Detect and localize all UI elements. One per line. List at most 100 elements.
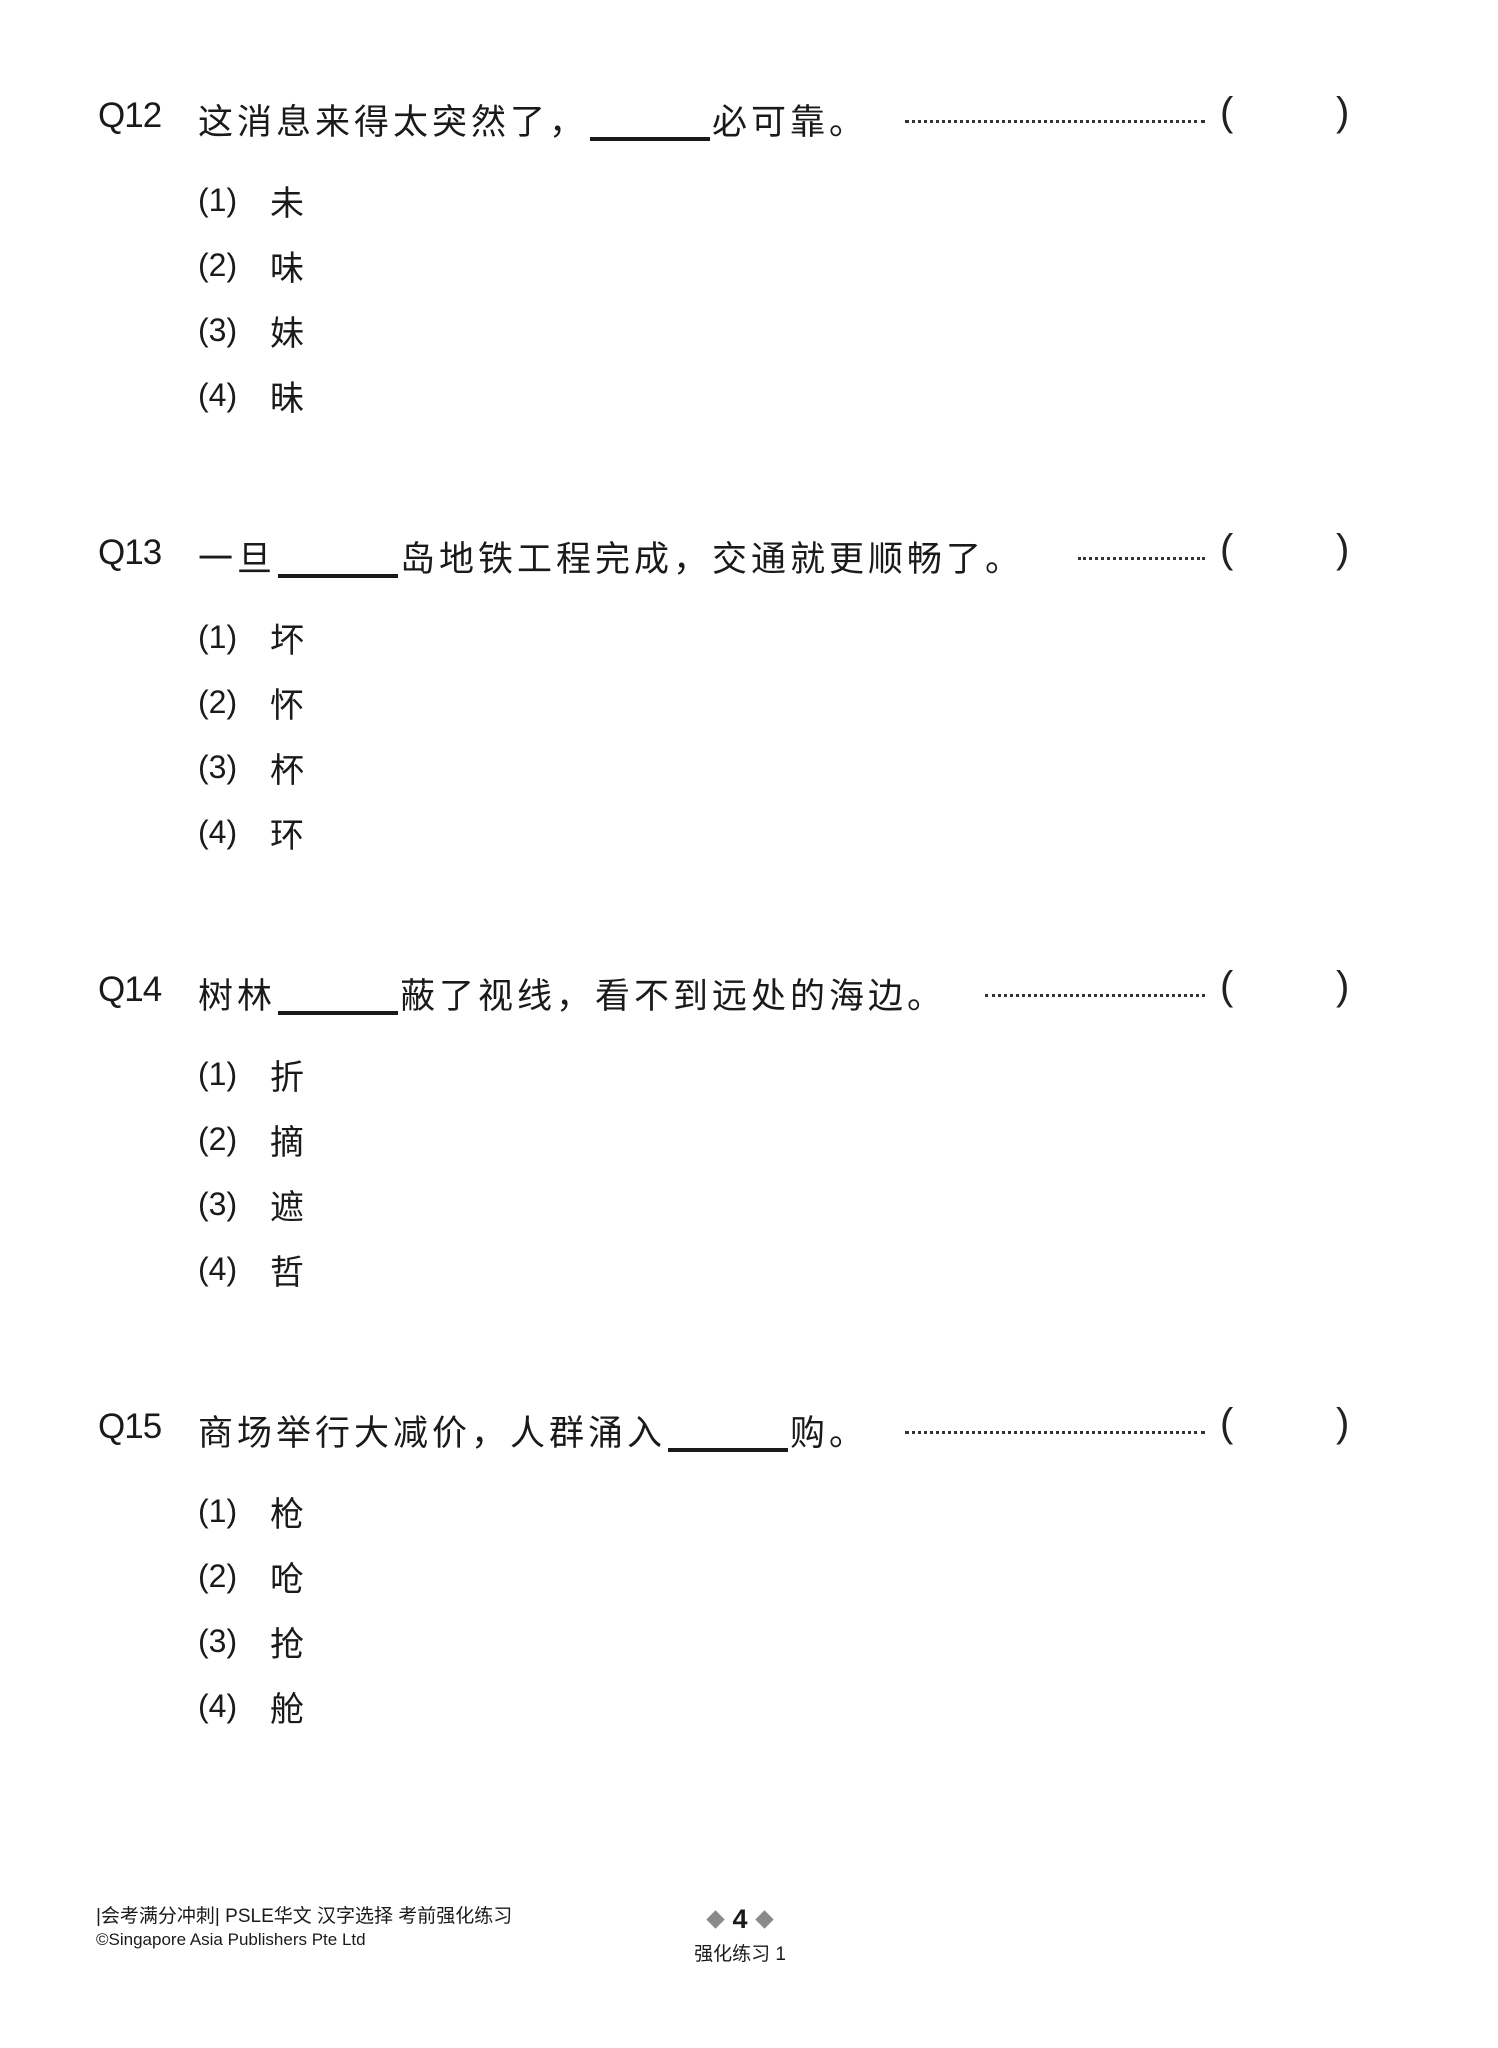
option-3[interactable]: (3) 遮 bbox=[198, 1172, 304, 1237]
question-stem: 一旦 岛地铁工程完成，交通就更顺畅了。 bbox=[198, 531, 1024, 582]
footer-publisher: |会考满分冲刺| PSLE华文 汉字选择 考前强化练习 ©Singapore A… bbox=[96, 1905, 512, 1951]
option-char: 哲 bbox=[270, 1253, 304, 1293]
option-char: 折 bbox=[270, 1058, 304, 1098]
question-q15: Q15 商场举行大减价，人群涌入 购。 ( ) (1) 枪 (2) 呛 (3) 抢 (… bbox=[0, 1401, 1498, 1821]
question-q12: Q12 这消息来得太突然了， 必可靠。 ( ) (1) 未 (2) 味 (3) 妹 (… bbox=[0, 90, 1498, 510]
option-2[interactable]: (2) 味 bbox=[198, 233, 304, 298]
option-char: 舱 bbox=[270, 1690, 304, 1730]
question-line: Q14 树林 蔽了视线，看不到远处的海边。 ( ) bbox=[0, 964, 1498, 1020]
option-label: (3) bbox=[198, 749, 238, 785]
question-number: Q13 bbox=[98, 533, 162, 572]
stem-before-blank: 商场举行大减价，人群涌入 bbox=[198, 1414, 667, 1454]
option-label: (2) bbox=[198, 1558, 238, 1594]
option-1[interactable]: (1) 折 bbox=[198, 1042, 304, 1107]
stem-before-blank: 这消息来得太突然了， bbox=[198, 103, 589, 143]
option-char: 遮 bbox=[270, 1188, 304, 1228]
fill-in-blank[interactable] bbox=[278, 574, 399, 578]
option-label: (4) bbox=[198, 814, 238, 850]
options-list: (1) 折 (2) 摘 (3) 遮 (4) 哲 bbox=[198, 1042, 304, 1302]
option-char: 呛 bbox=[270, 1560, 304, 1600]
fill-in-blank[interactable] bbox=[668, 1448, 789, 1452]
option-char: 未 bbox=[270, 184, 304, 224]
footer-page-info: 4 强化练习 1 bbox=[620, 1903, 860, 1966]
option-1[interactable]: (1) 枪 bbox=[198, 1479, 304, 1544]
option-char: 坏 bbox=[270, 621, 304, 661]
fill-in-blank[interactable] bbox=[590, 137, 711, 141]
question-stem: 商场举行大减价，人群涌入 购。 bbox=[198, 1405, 868, 1456]
question-stem: 这消息来得太突然了， 必可靠。 bbox=[198, 94, 868, 145]
stem-before-blank: 一旦 bbox=[198, 540, 277, 580]
option-2[interactable]: (2) 怀 bbox=[198, 670, 304, 735]
option-4[interactable]: (4) 舱 bbox=[198, 1674, 304, 1739]
question-line: Q12 这消息来得太突然了， 必可靠。 ( ) bbox=[0, 90, 1498, 146]
option-char: 怀 bbox=[270, 686, 304, 726]
option-label: (1) bbox=[198, 619, 238, 655]
option-char: 味 bbox=[270, 249, 304, 289]
answer-paren-close: ) bbox=[1336, 90, 1350, 134]
question-q14: Q14 树林 蔽了视线，看不到远处的海边。 ( ) (1) 折 (2) 摘 (3) 遮… bbox=[0, 964, 1498, 1384]
option-3[interactable]: (3) 妹 bbox=[198, 298, 304, 363]
option-label: (2) bbox=[198, 247, 238, 283]
question-q13: Q13 一旦 岛地铁工程完成，交通就更顺畅了。 ( ) (1) 坏 (2) 怀 (3… bbox=[0, 527, 1498, 947]
section-label: 强化练习 1 bbox=[694, 1944, 786, 1965]
option-label: (4) bbox=[198, 1251, 238, 1287]
option-3[interactable]: (3) 抢 bbox=[198, 1609, 304, 1674]
page-number-row: 4 bbox=[620, 1903, 860, 1934]
answer-paren-open: ( bbox=[1220, 964, 1234, 1008]
option-label: (2) bbox=[198, 684, 238, 720]
option-char: 昧 bbox=[270, 379, 304, 419]
stem-before-blank: 树林 bbox=[198, 977, 277, 1017]
question-number: Q15 bbox=[98, 1407, 162, 1446]
answer-paren-open: ( bbox=[1220, 527, 1234, 571]
option-label: (4) bbox=[198, 1688, 238, 1724]
option-label: (1) bbox=[198, 1056, 238, 1092]
dotted-leader bbox=[1078, 557, 1205, 560]
stem-after-blank: 必可靠。 bbox=[712, 103, 869, 143]
fill-in-blank[interactable] bbox=[278, 1011, 399, 1015]
options-list: (1) 坏 (2) 怀 (3) 杯 (4) 环 bbox=[198, 605, 304, 865]
diamond-right-icon bbox=[754, 1909, 774, 1929]
option-label: (1) bbox=[198, 1493, 238, 1529]
series-title: |会考满分冲刺| PSLE华文 汉字选择 考前强化练习 bbox=[96, 1906, 513, 1927]
option-2[interactable]: (2) 呛 bbox=[198, 1544, 304, 1609]
question-stem: 树林 蔽了视线，看不到远处的海边。 bbox=[198, 968, 946, 1019]
option-char: 环 bbox=[270, 816, 304, 856]
question-line: Q15 商场举行大减价，人群涌入 购。 ( ) bbox=[0, 1401, 1498, 1457]
option-char: 抢 bbox=[270, 1625, 304, 1665]
answer-paren-open: ( bbox=[1220, 1401, 1234, 1445]
option-3[interactable]: (3) 杯 bbox=[198, 735, 304, 800]
options-list: (1) 未 (2) 味 (3) 妹 (4) 昧 bbox=[198, 168, 304, 428]
answer-paren-close: ) bbox=[1336, 964, 1350, 1008]
option-2[interactable]: (2) 摘 bbox=[198, 1107, 304, 1172]
question-number: Q12 bbox=[98, 96, 162, 135]
answer-paren-close: ) bbox=[1336, 527, 1350, 571]
option-1[interactable]: (1) 坏 bbox=[198, 605, 304, 670]
dotted-leader bbox=[985, 994, 1205, 997]
stem-after-blank: 蔽了视线，看不到远处的海边。 bbox=[400, 977, 947, 1017]
option-label: (3) bbox=[198, 1623, 238, 1659]
option-label: (4) bbox=[198, 377, 238, 413]
options-list: (1) 枪 (2) 呛 (3) 抢 (4) 舱 bbox=[198, 1479, 304, 1739]
option-label: (3) bbox=[198, 312, 238, 348]
page-number: 4 bbox=[732, 1903, 748, 1934]
diamond-left-icon bbox=[706, 1909, 726, 1929]
option-4[interactable]: (4) 昧 bbox=[198, 363, 304, 428]
option-label: (3) bbox=[198, 1186, 238, 1222]
option-4[interactable]: (4) 哲 bbox=[198, 1237, 304, 1302]
option-label: (1) bbox=[198, 182, 238, 218]
option-char: 妹 bbox=[270, 314, 304, 354]
answer-paren-close: ) bbox=[1336, 1401, 1350, 1445]
dotted-leader bbox=[905, 120, 1205, 123]
option-char: 杯 bbox=[270, 751, 304, 791]
dotted-leader bbox=[905, 1431, 1205, 1434]
option-char: 枪 bbox=[270, 1495, 304, 1535]
stem-after-blank: 岛地铁工程完成，交通就更顺畅了。 bbox=[400, 540, 1025, 580]
option-1[interactable]: (1) 未 bbox=[198, 168, 304, 233]
answer-paren-open: ( bbox=[1220, 90, 1234, 134]
question-line: Q13 一旦 岛地铁工程完成，交通就更顺畅了。 ( ) bbox=[0, 527, 1498, 583]
option-char: 摘 bbox=[270, 1123, 304, 1163]
question-number: Q14 bbox=[98, 970, 162, 1009]
option-4[interactable]: (4) 环 bbox=[198, 800, 304, 865]
option-label: (2) bbox=[198, 1121, 238, 1157]
